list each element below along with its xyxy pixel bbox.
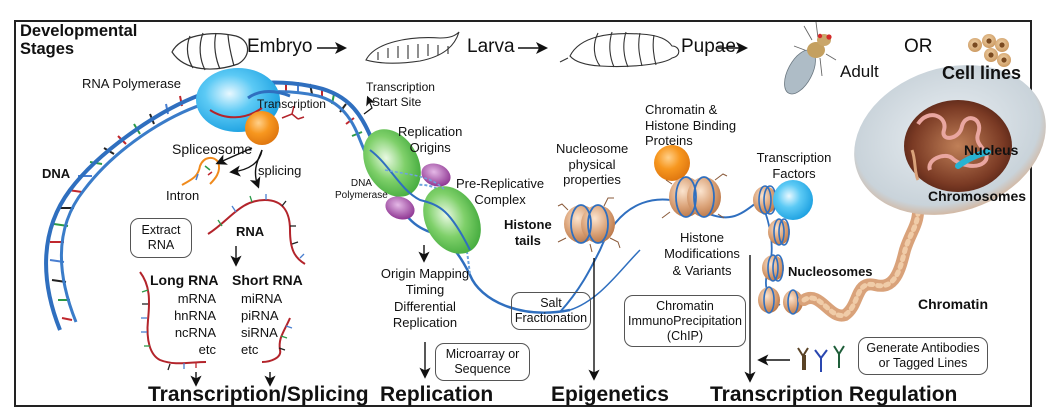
nucleosome-chain (753, 185, 803, 315)
intron-icon (181, 156, 220, 186)
nucleosome-icon (557, 197, 621, 253)
transcription-label: Transcription (257, 97, 326, 111)
pre-replicative-complex-label: Pre-Replicative Complex (456, 176, 545, 207)
diagram-frame (14, 20, 1032, 407)
long-rna-title: Long RNA (150, 272, 219, 288)
section-epigenetics: Epigenetics (551, 383, 669, 406)
short-rna-title: Short RNA (232, 272, 303, 288)
histone-modifications-label: Histone Modifications & Variants (664, 230, 740, 278)
binding-protein-icon (654, 145, 690, 181)
modified-nucleosome-icon (661, 173, 728, 219)
cell-lines-icon (968, 34, 1011, 67)
cell-nucleus-icon (854, 65, 1046, 215)
nucleus-label: Nucleus (964, 142, 1019, 158)
nucleosomes-label: Nucleosomes (788, 264, 873, 279)
cell-lines-label: Cell lines (942, 63, 1022, 83)
larva-icon (365, 31, 460, 64)
embryo-icon (171, 32, 249, 71)
short-rna-strand (261, 317, 291, 363)
chromosomes-label: Chromosomes (928, 188, 1027, 204)
or-label: OR (904, 36, 933, 57)
rna-arrows (190, 246, 276, 387)
intron-label: Intron (166, 188, 200, 203)
dna-polymerase-label: DNA Polymerase (335, 178, 388, 201)
splicing-label: splicing (258, 163, 302, 178)
replication-origins-label: Replication Origins (398, 124, 463, 155)
spliceosome-label: Spliceosome (172, 141, 253, 157)
stage-embryo-label: Embryo (247, 36, 313, 57)
replication-assays-label: Origin Mapping Timing Differential Repli… (380, 266, 470, 330)
section-replication: Replication (380, 383, 494, 406)
rna-strand (207, 198, 306, 265)
short-rna-list: miRNA piRNA siRNA etc (241, 291, 283, 357)
replication-arrows (418, 245, 431, 379)
binding-proteins-label: Chromatin & Histone Binding Proteins (645, 102, 737, 149)
stage-larva-label: Larva (467, 36, 515, 57)
chromosome-icon (955, 149, 991, 169)
section-transcription-splicing: Transcription/Splicing (148, 383, 369, 406)
replication-origin-icon (363, 129, 421, 197)
pre-replicative-complex-icon (385, 196, 415, 220)
transcription-factor-icon (773, 180, 813, 220)
stage-adult-label: Adult (840, 62, 879, 81)
rna-polymerase-label: RNA Polymerase (82, 76, 181, 91)
nucleosome-properties-label: Nucleosome physical properties (556, 141, 629, 188)
rna-label: RNA (236, 224, 265, 239)
tss-label: Transcription Start Site (366, 80, 435, 109)
chromatin-label: Chromatin (918, 296, 988, 312)
pupae-icon (559, 31, 680, 68)
dna-label: DNA (42, 166, 71, 181)
pre-replicative-complex-icon (421, 163, 451, 187)
long-rna-list: mRNA hnRNA ncRNA etc (174, 291, 216, 357)
histone-tails-label: Histone tails (504, 217, 552, 249)
adult-fly-icon (784, 21, 837, 95)
section-transcription-regulation: Transcription Regulation (710, 383, 958, 406)
antibody-icons (797, 345, 845, 372)
spliceosome-icon (245, 111, 279, 145)
stage-pupae-label: Pupae (681, 36, 736, 57)
header-title: Developmental Stages (20, 22, 138, 59)
transcription-factors-label: Transcription Factors (756, 150, 832, 181)
splicing-arrows (215, 147, 263, 189)
